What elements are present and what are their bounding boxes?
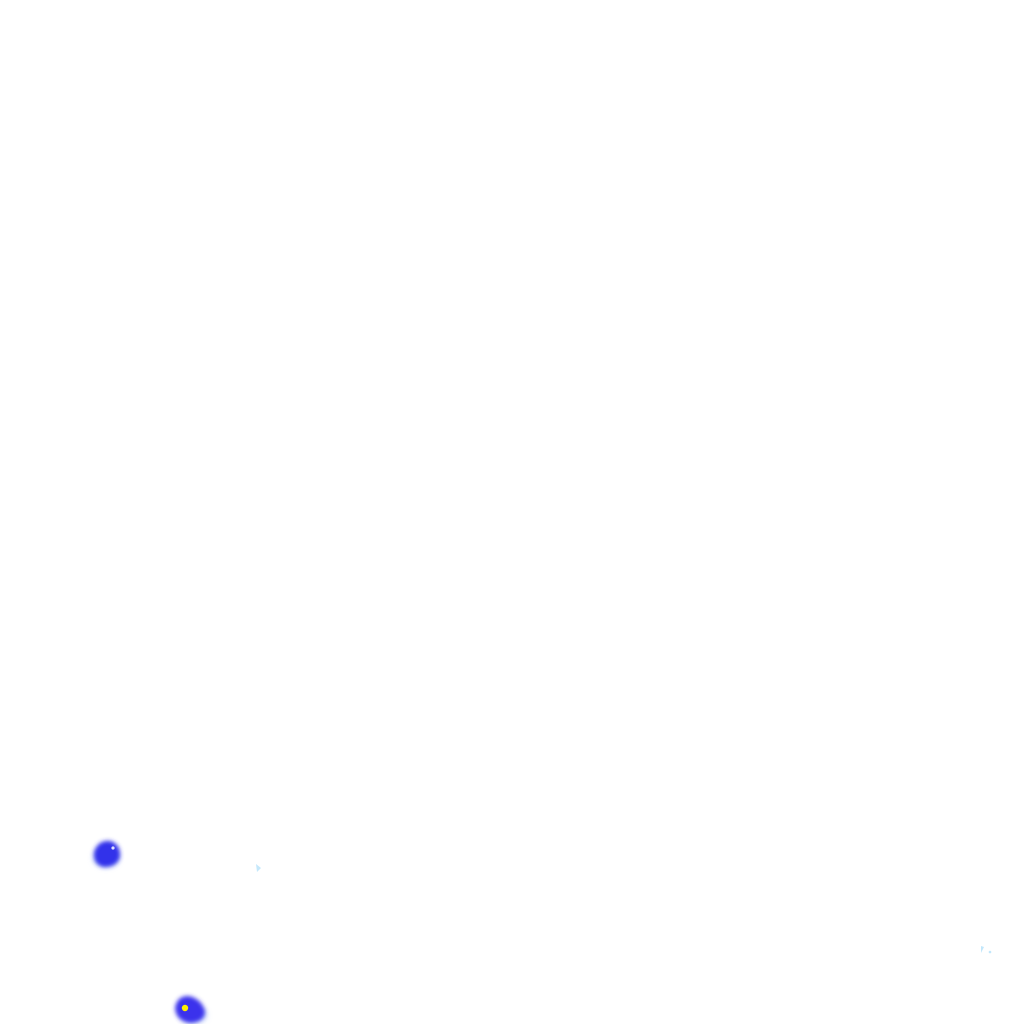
faint-speck-center <box>256 864 261 872</box>
blob-lower-left <box>175 996 206 1023</box>
blob-upper-left <box>93 840 121 867</box>
faint-speck-right <box>981 946 992 954</box>
